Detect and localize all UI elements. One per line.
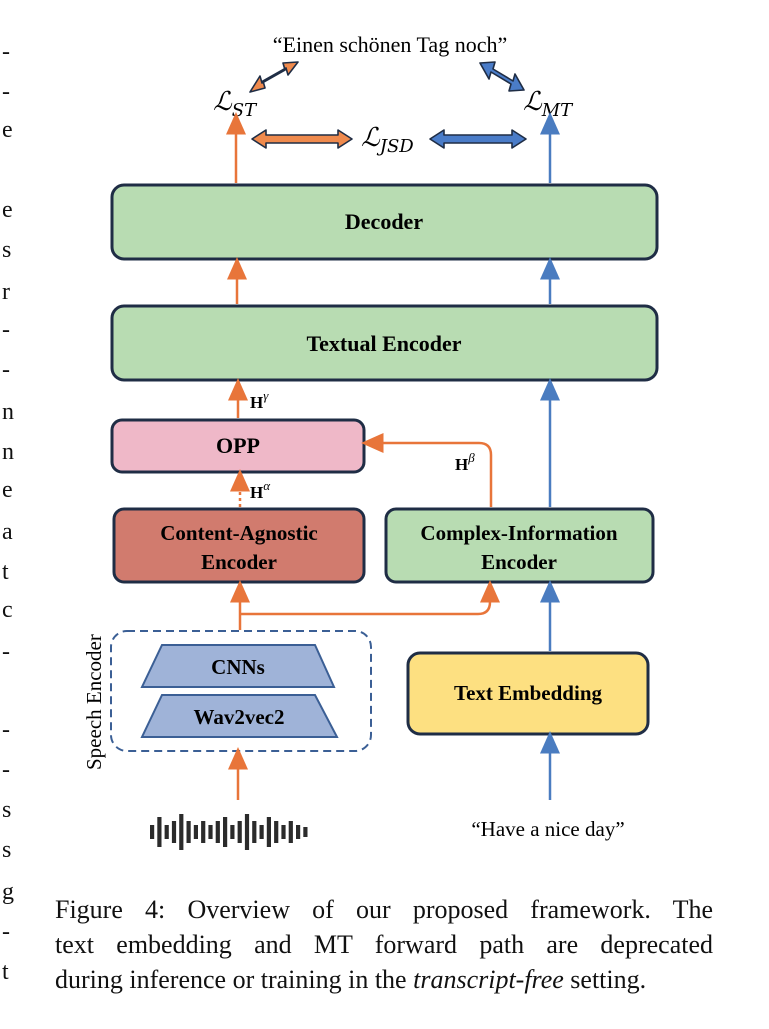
loss-st-label: ℒST <box>213 87 258 121</box>
margin-glyph: s <box>2 237 12 263</box>
caption-line-1: Figure 4: Overview of our proposed frame… <box>55 895 713 924</box>
output-translation-quote: “Einen schönen Tag noch” <box>273 32 507 57</box>
mt-quote-double-arrow <box>479 61 525 92</box>
margin-glyph: - <box>2 39 10 65</box>
margin-glyph: g <box>2 879 14 905</box>
complex-information-encoder-block <box>384 507 655 584</box>
content-agnostic-label-line1: Content-Agnostic <box>160 521 318 545</box>
h-gamma-label: Hγ <box>250 388 269 412</box>
waveform-bar <box>164 825 169 839</box>
waveform-bar <box>281 825 286 839</box>
caption-line-3: during inference or training in the tran… <box>55 965 647 994</box>
h-beta-arrow <box>361 433 493 507</box>
speech-to-complex-information-arrow <box>240 580 500 616</box>
cnns-block <box>140 644 336 688</box>
waveform-bar <box>157 817 162 847</box>
margin-glyph: s <box>2 837 12 863</box>
st-path-arrows <box>226 112 500 800</box>
margin-glyph: e <box>2 117 13 143</box>
waveform-bar <box>215 821 220 843</box>
waveform-bar <box>193 825 198 839</box>
waveform-bar <box>223 817 228 847</box>
margin-glyph: - <box>2 357 10 383</box>
textual-encoder-label: Textual Encoder <box>306 331 461 356</box>
margin-glyph: e <box>2 477 13 503</box>
opp-label: OPP <box>216 433 260 458</box>
input-sentence-quote: “Have a nice day” <box>471 817 624 841</box>
decoder-label: Decoder <box>345 209 423 234</box>
wav2vec2-label: Wav2vec2 <box>194 705 285 729</box>
waveform-bar <box>288 821 293 843</box>
margin-glyph: a <box>2 519 13 545</box>
margin-glyph: n <box>2 399 14 425</box>
h-beta-label: Hβ <box>455 450 475 474</box>
loss-mt-label: ℒMT <box>523 87 574 121</box>
audio-waveform-icon <box>150 814 308 850</box>
waveform-bar <box>208 825 213 839</box>
waveform-bar <box>303 827 308 837</box>
waveform-bar <box>201 821 206 843</box>
text-embedding-block <box>406 651 650 736</box>
figure-caption: Figure 4: Overview of our proposed frame… <box>55 892 713 997</box>
h-alpha-label: Hα <box>250 478 271 502</box>
waveform-bar <box>266 817 271 847</box>
margin-glyph: t <box>2 959 9 985</box>
complex-information-label-line1: Complex-Information <box>420 521 617 545</box>
jsd-right-double-arrow <box>429 129 527 149</box>
waveform-bar <box>237 821 242 843</box>
margin-glyph: r <box>2 279 10 305</box>
speech-encoder-label: Speech Encoder <box>82 634 106 770</box>
margin-glyph: s <box>2 797 12 823</box>
waveform-bar <box>252 821 257 843</box>
waveform-bar <box>171 821 177 843</box>
loss-jsd-label: ℒJSD <box>361 123 414 157</box>
waveform-bar <box>259 825 264 839</box>
framework-diagram: “Einen schönen Tag noch” ℒST ℒMT ℒJSD De… <box>82 32 659 850</box>
margin-glyph: - <box>2 639 10 665</box>
waveform-bar <box>186 821 191 843</box>
margin-glyph: e <box>2 197 13 223</box>
complex-information-label-line2: Encoder <box>481 550 557 574</box>
cnns-label: CNNs <box>211 655 265 679</box>
decoder-block <box>110 183 659 261</box>
margin-glyph: - <box>2 717 10 743</box>
wav2vec2-block <box>140 694 339 738</box>
content-agnostic-label-line2: Encoder <box>201 550 277 574</box>
margin-glyph: - <box>2 317 10 343</box>
waveform-bar <box>296 825 301 839</box>
margin-glyph: - <box>2 79 10 105</box>
margin-glyph: t <box>2 559 9 585</box>
textual-encoder-block <box>110 304 659 382</box>
waveform-bar <box>230 825 235 839</box>
text-embedding-label: Text Embedding <box>454 681 603 705</box>
caption-line-2: text embedding and MT forward path are d… <box>55 930 713 959</box>
st-quote-double-arrow <box>249 61 299 93</box>
margin-glyph: n <box>2 439 14 465</box>
waveform-bar <box>244 814 250 850</box>
margin-glyph: c <box>2 597 13 623</box>
margin-glyph: - <box>2 919 10 945</box>
waveform-bar <box>274 821 279 843</box>
jsd-left-double-arrow <box>251 129 353 149</box>
waveform-bar <box>150 825 155 839</box>
margin-glyph: - <box>2 757 10 783</box>
waveform-bar <box>179 814 184 850</box>
